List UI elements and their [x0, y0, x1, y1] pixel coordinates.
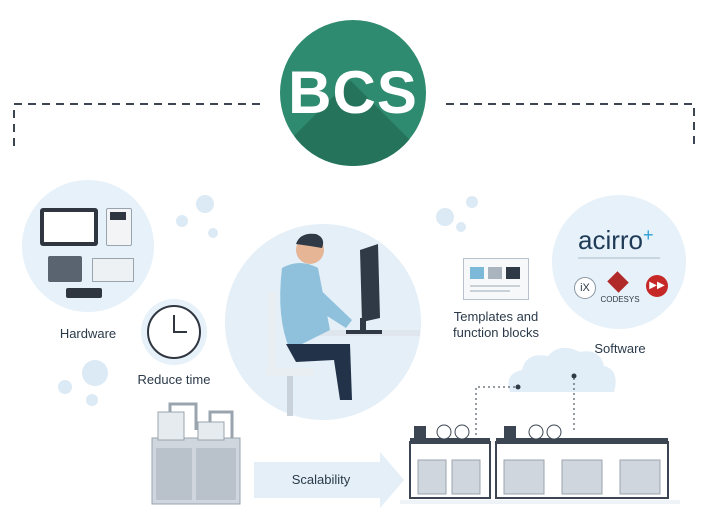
scalability-label: Scalability	[291, 472, 351, 487]
ix-logo-text: iX	[580, 282, 590, 294]
plc-rack-icon	[92, 258, 134, 282]
controller-icon	[106, 208, 132, 246]
software-label: Software	[594, 341, 646, 356]
acirro-logo: acirro	[578, 225, 644, 255]
acirro-plus: +	[643, 225, 654, 245]
bcs-logo-text: BCS	[288, 59, 418, 126]
decor-dot	[208, 228, 218, 238]
decor-dot	[456, 222, 466, 232]
templates-label-line1: Templates and	[453, 309, 539, 324]
panel-pc-icon	[40, 208, 98, 246]
decor-dot	[86, 394, 98, 406]
hardware-label: Hardware	[59, 326, 117, 341]
template-document-icon	[463, 258, 529, 300]
hardware-bubble	[22, 180, 154, 312]
decor-dot	[82, 360, 108, 386]
codesys-label: CODESYS	[600, 295, 640, 304]
decor-dot	[436, 208, 454, 226]
reduce-time-label: Reduce time	[137, 372, 211, 387]
ix-logo: iX	[574, 277, 596, 299]
io-module-icon	[48, 256, 82, 282]
software-bubble: acirro+ iX CODESYS ▶▶	[552, 195, 686, 329]
clock-icon	[147, 305, 201, 359]
decor-dot	[466, 196, 478, 208]
decor-dot	[176, 215, 188, 227]
bcs-logo: BCS	[280, 20, 426, 166]
decor-dot	[58, 380, 72, 394]
templates-label-line2: function blocks	[453, 325, 539, 340]
box-pc-icon	[66, 288, 102, 298]
decor-dot	[196, 195, 214, 213]
fast-forward-logo: ▶▶	[646, 275, 668, 297]
